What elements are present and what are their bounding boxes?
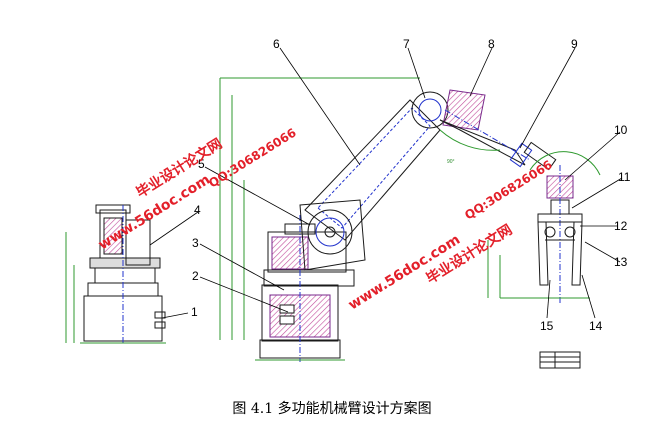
label-4: 4 [194,203,201,217]
label-2: 2 [192,269,199,283]
main-arm [219,77,557,340]
side-view [65,204,166,345]
figure-caption: 图 4.1 多功能机械臂设计方案图 [232,401,432,417]
gripper-view [487,151,601,305]
title-block [539,351,581,369]
label-7: 7 [403,37,410,51]
label-5: 5 [198,157,205,171]
label-15: 15 [540,319,554,333]
leader-lines [149,47,623,319]
label-9: 9 [571,37,578,51]
part-labels: 1 2 3 4 5 6 7 8 9 10 11 12 13 14 15 [191,37,631,333]
label-12: 12 [614,219,628,233]
main-base [255,215,355,362]
angle-dimension: 90° [447,159,455,165]
watermark-qq-right: QQ:306826066 [462,157,555,222]
label-3: 3 [192,236,199,250]
label-6: 6 [273,37,280,51]
label-11: 11 [618,170,631,184]
label-10: 10 [614,123,628,137]
label-1: 1 [191,305,198,319]
label-14: 14 [589,319,603,333]
label-8: 8 [488,37,495,51]
label-13: 13 [614,255,628,269]
